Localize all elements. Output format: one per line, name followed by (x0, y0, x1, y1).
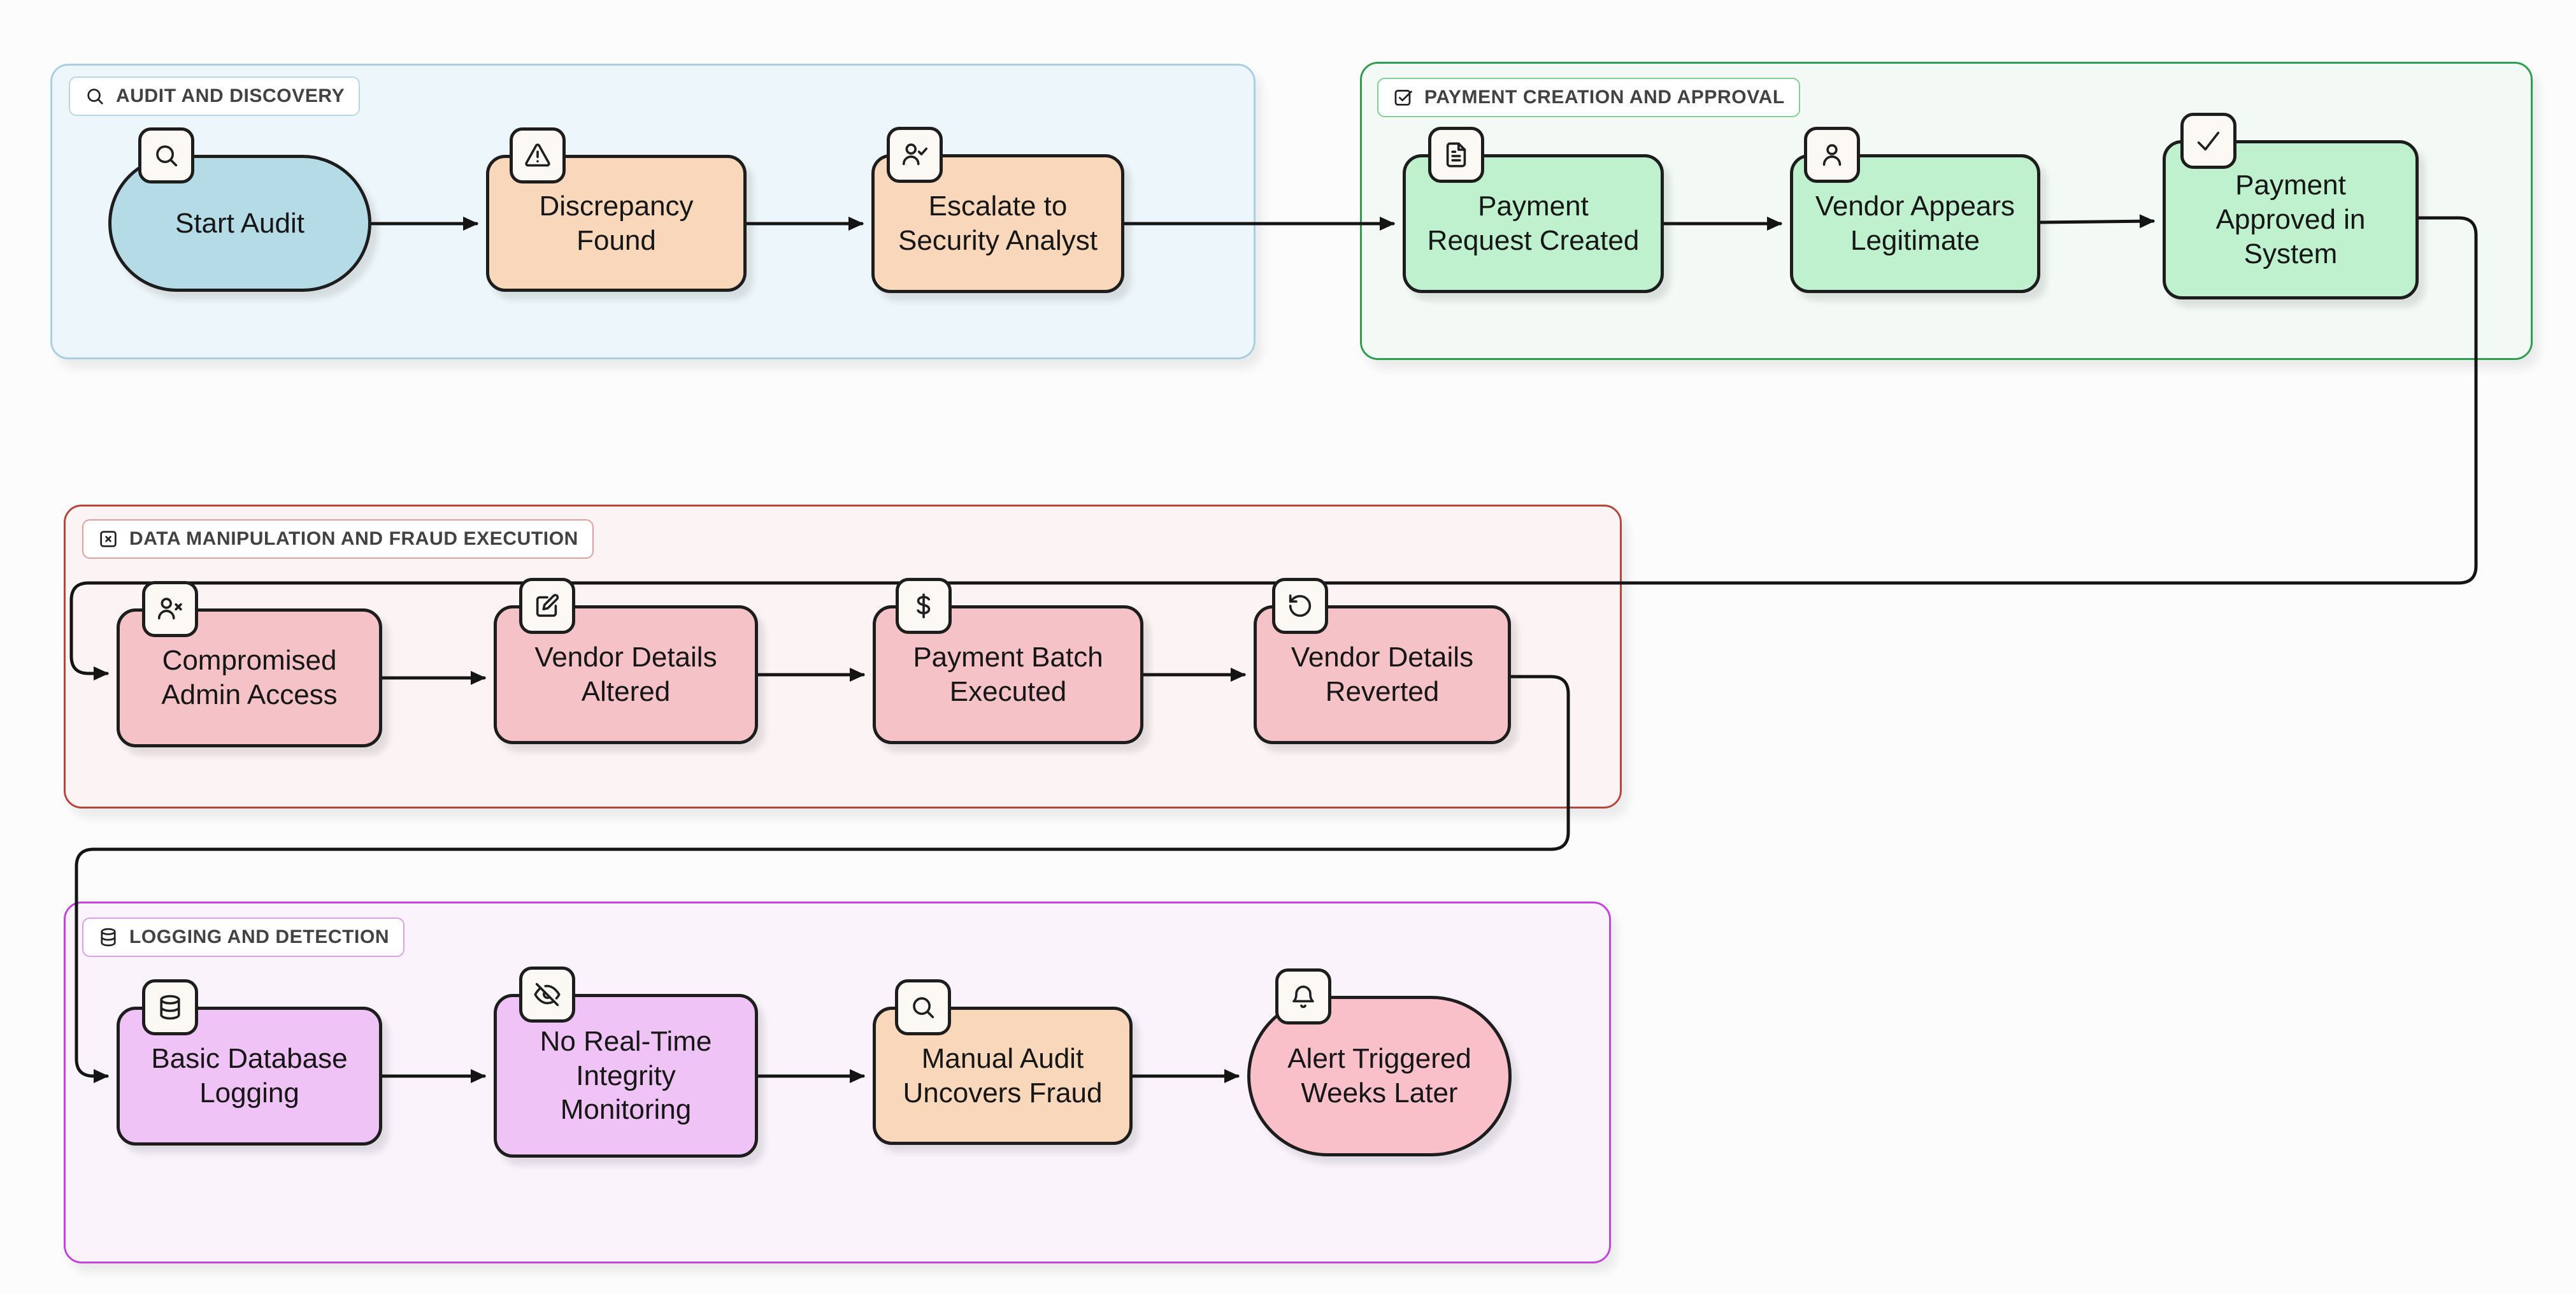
bell-icon (1292, 985, 1314, 1009)
group-label-text: DATA MANIPULATION AND FRAUD EXECUTION (129, 528, 578, 549)
search-icon (87, 89, 103, 104)
node-vendor-reverted: Vendor Details Reverted (1254, 578, 1511, 744)
document-icon (1446, 142, 1466, 168)
node-icon-badge (2180, 113, 2236, 169)
node-icon-badge (138, 127, 194, 183)
node-label: Vendor Details Reverted (1291, 642, 1474, 707)
node-icon-badge (1804, 127, 1860, 183)
node-icon-badge (895, 979, 951, 1035)
node-label: Payment Batch Executed (913, 642, 1103, 707)
node-icon-badge (1275, 968, 1331, 1024)
node-label: Basic Database Logging (151, 1043, 348, 1109)
node-discrepancy-found: Discrepancy Found (486, 127, 747, 292)
dollar-icon (917, 593, 931, 619)
node-label: Payment Approved in System (2215, 169, 2366, 270)
undo-icon (1289, 594, 1312, 617)
node-basic-logging: Basic Database Logging (117, 979, 382, 1146)
node-start-audit: Start Audit (108, 127, 371, 292)
user-check-icon (902, 143, 928, 166)
search-icon (913, 997, 934, 1019)
node-label: Payment Request Created (1427, 191, 1640, 256)
group-label-logging: LOGGING AND DETECTION (82, 917, 405, 957)
database-icon (101, 928, 116, 947)
node-compromised-admin: Compromised Admin Access (117, 581, 382, 747)
node-label: Manual Audit Uncovers Fraud (903, 1042, 1103, 1109)
node-icon-badge (1428, 127, 1484, 183)
node-label: No Real-Time Integrity Monitoring (540, 1025, 712, 1126)
node-no-monitoring: No Real-Time Integrity Monitoring (494, 967, 758, 1158)
node-icon-badge (896, 578, 952, 634)
node-icon-badge (510, 127, 566, 183)
search-icon (156, 145, 178, 167)
node-manual-audit: Manual Audit Uncovers Fraud (873, 979, 1133, 1145)
connector-vendor-reverted-to-basic-logging (75, 675, 1570, 1083)
eye-off-icon (534, 982, 561, 1007)
database-icon (160, 995, 180, 1020)
node-icon-badge (142, 581, 198, 637)
group-label-fraud: DATA MANIPULATION AND FRAUD EXECUTION (82, 519, 594, 559)
node-payment-request: Payment Request Created (1403, 127, 1664, 293)
node-label: Vendor Details Altered (534, 642, 717, 707)
node-icon-badge (1272, 578, 1328, 634)
node-label: Escalate to Security Analyst (898, 191, 1098, 256)
node-payment-batch: Payment Batch Executed (873, 578, 1143, 744)
node-label: Vendor Appears Legitimate (1815, 191, 2015, 256)
node-icon-badge (887, 127, 943, 183)
node-payment-approved: Payment Approved in System (2163, 113, 2419, 299)
node-label: Compromised Admin Access (161, 645, 338, 710)
group-label-text: AUDIT AND DISCOVERY (116, 85, 345, 106)
node-escalate-analyst: Escalate to Security Analyst (871, 127, 1124, 293)
node-label: Alert Triggered Weeks Later (1287, 1043, 1471, 1109)
edit-icon (536, 594, 559, 617)
group-label-audit: AUDIT AND DISCOVERY (69, 76, 361, 116)
group-label-text: LOGGING AND DETECTION (129, 926, 390, 947)
x-square-icon (100, 531, 117, 547)
node-label: Start Audit (175, 207, 304, 239)
group-label-payment: PAYMENT CREATION AND APPROVAL (1377, 78, 1800, 117)
group-label-text: PAYMENT CREATION AND APPROVAL (1424, 87, 1785, 108)
user-icon (1822, 144, 1842, 166)
node-icon-badge (142, 979, 198, 1035)
node-alert-triggered: Alert Triggered Weeks Later (1247, 968, 1512, 1156)
checkbox-icon (1394, 90, 1412, 106)
warning-icon (525, 143, 550, 167)
user-x-icon (157, 598, 182, 620)
node-icon-badge (519, 578, 575, 634)
node-label: Discrepancy Found (539, 190, 694, 256)
connector-vendor-legitimate-to-payment-approved (2038, 214, 2155, 229)
node-vendor-altered: Vendor Details Altered (494, 578, 758, 744)
node-icon-badge (519, 967, 575, 1023)
node-vendor-legitimate: Vendor Appears Legitimate (1790, 127, 2040, 293)
check-icon (2197, 131, 2220, 151)
